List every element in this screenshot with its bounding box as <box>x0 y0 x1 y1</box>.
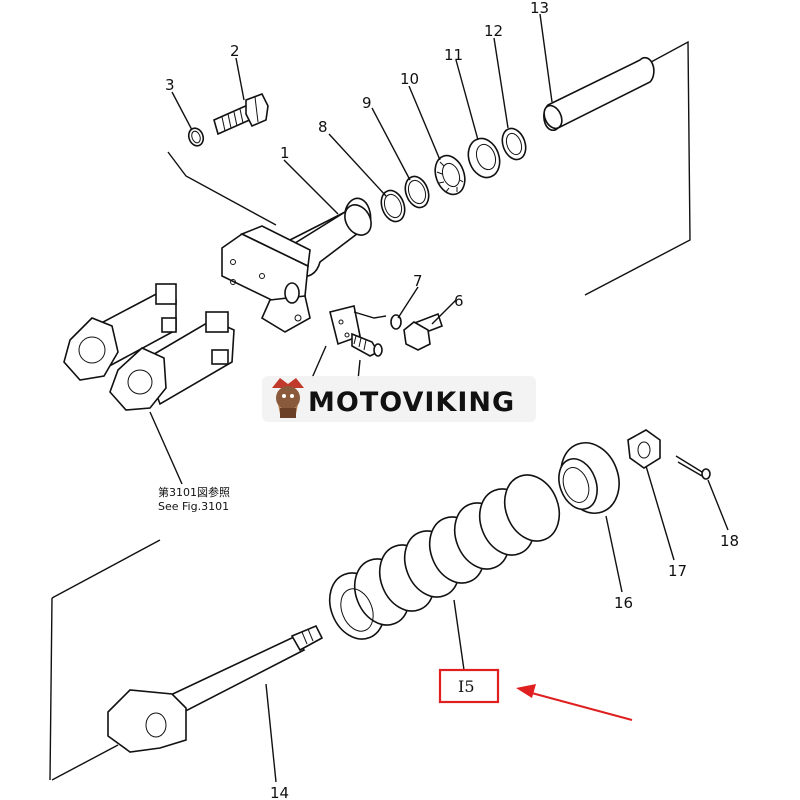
label-part-8: 8 <box>318 118 328 136</box>
label-part-7: 7 <box>413 272 423 290</box>
part-3-washer <box>187 127 205 147</box>
yoke-arm-upper <box>63 283 177 381</box>
label-part-1: 1 <box>280 144 290 162</box>
label-part-15: I5 <box>458 677 475 696</box>
label-part-12: 12 <box>484 22 503 40</box>
assembly-boundary-lines <box>49 40 691 781</box>
watermark-banner: MOTOVIKING <box>262 376 536 422</box>
part-10-roller-bearing <box>434 154 466 196</box>
part-2-hex-bolt <box>213 92 269 136</box>
highlight-box <box>438 668 500 704</box>
part-14-rod <box>107 624 324 753</box>
grease-fitting <box>351 332 383 357</box>
part-18-cotter-pin <box>675 455 711 480</box>
highlight-arrow <box>516 684 633 721</box>
part-16-spring-retainer <box>558 442 620 514</box>
reference-note-jp: 第3101図参照 <box>158 485 230 499</box>
part-11-bearing-cup <box>467 137 501 179</box>
viking-mascot-icon <box>272 378 304 418</box>
watermark-brand: MOTOVIKING <box>308 387 515 418</box>
label-part-17: 17 <box>668 562 687 580</box>
label-part-10: 10 <box>400 70 419 88</box>
part-7-lock-washer <box>390 314 402 330</box>
leader-lines <box>149 13 729 783</box>
part-8-o-ring <box>380 189 406 223</box>
label-part-11: 11 <box>444 46 463 64</box>
part-17-nut <box>627 429 661 469</box>
label-part-14: 14 <box>270 784 289 800</box>
label-part-18: 18 <box>720 532 739 550</box>
label-part-3: 3 <box>165 76 175 94</box>
grease-plate-leader <box>311 345 327 379</box>
yoke-arm-lower <box>109 311 235 411</box>
part-13-pin <box>543 56 655 131</box>
label-part-6: 6 <box>454 292 464 310</box>
reference-note-en: See Fig.3101 <box>158 500 229 513</box>
label-part-13: 13 <box>530 0 549 17</box>
part-1-yoke <box>221 197 372 333</box>
label-part-2: 2 <box>230 42 240 60</box>
label-part-16: 16 <box>614 594 633 612</box>
part-15-recoil-spring <box>328 474 561 640</box>
part-6-bolt <box>403 312 444 351</box>
part-12-snap-ring <box>501 127 527 161</box>
label-part-9: 9 <box>362 94 372 112</box>
part-9-seal-ring <box>404 175 430 209</box>
